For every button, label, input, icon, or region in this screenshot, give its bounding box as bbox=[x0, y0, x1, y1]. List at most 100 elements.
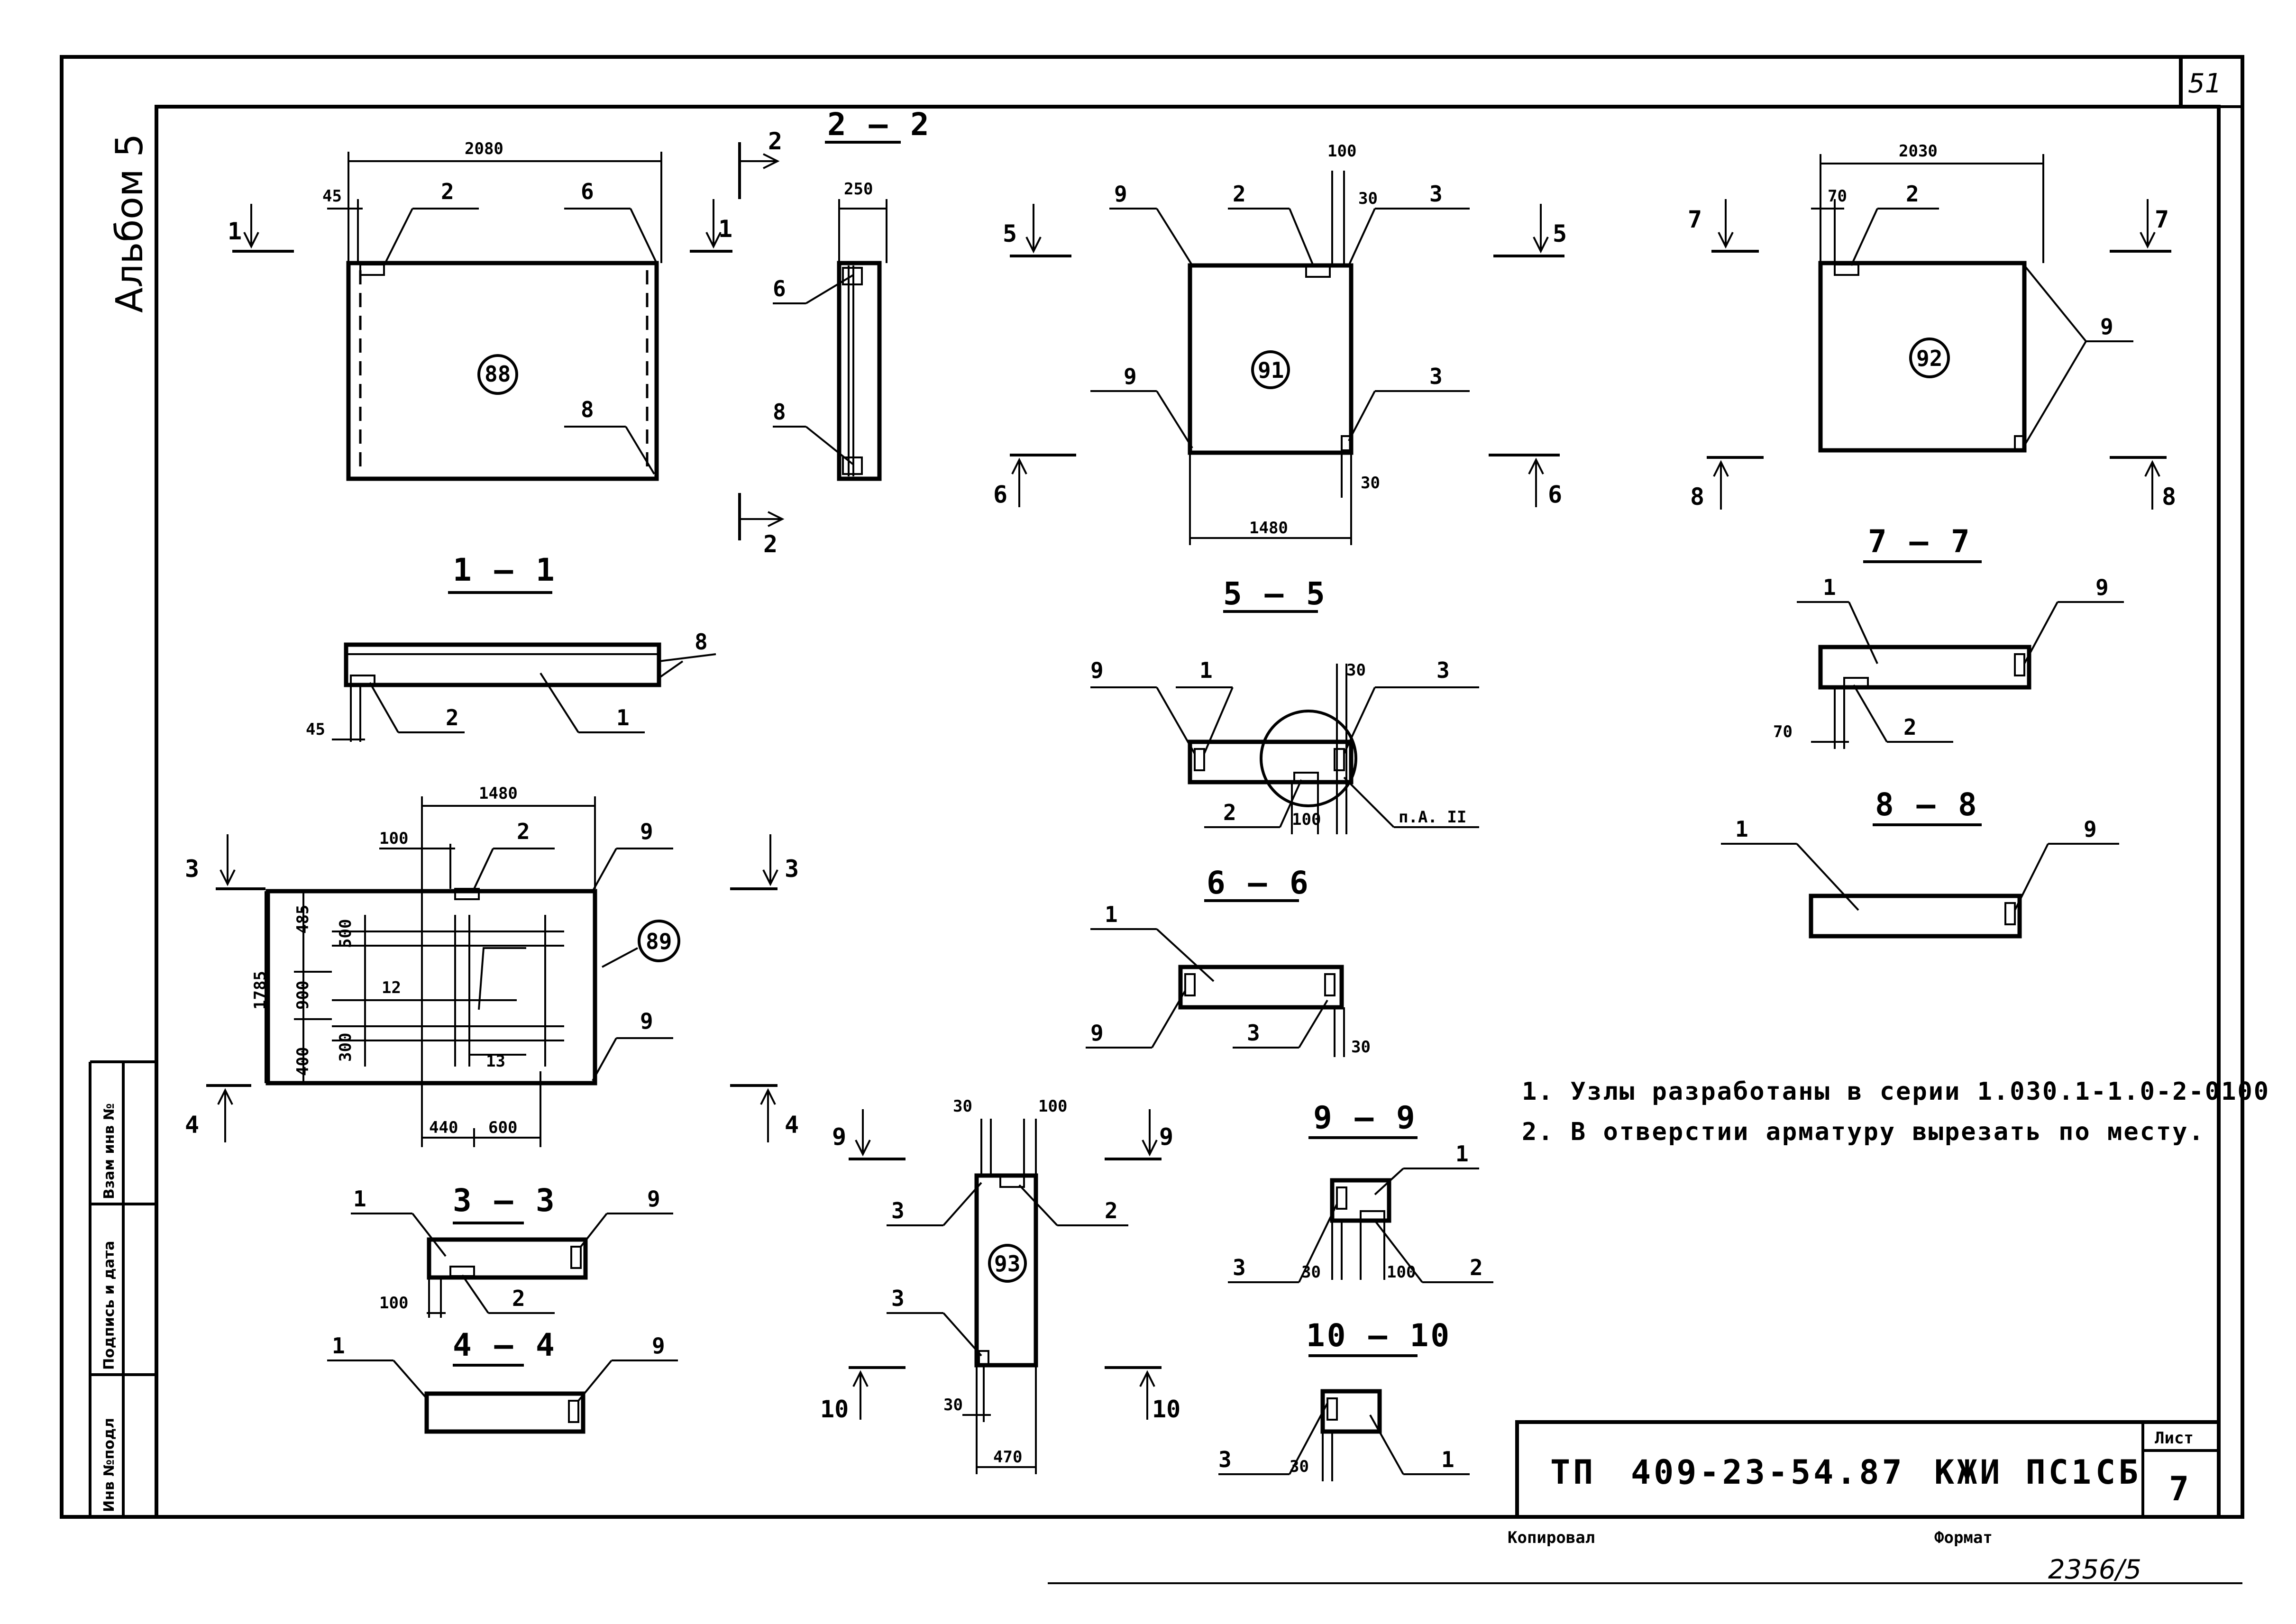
section-6-6-callout-3: 3 bbox=[1247, 1020, 1260, 1046]
panel-91-cut-6-right: 6 bbox=[1548, 481, 1562, 508]
note-2: 2. В отверстии арматуру вырезать по мест… bbox=[1522, 1118, 2205, 1146]
panel-92-plan bbox=[1707, 154, 2171, 510]
section-1-1 bbox=[332, 591, 716, 742]
section-10-10-callout-1: 1 bbox=[1441, 1447, 1454, 1472]
copied-label: Копировал bbox=[1508, 1528, 1595, 1547]
section-7-7-callout-2: 2 bbox=[1903, 714, 1917, 740]
section-2-2-dim: 250 bbox=[844, 180, 873, 199]
panel-89-cut-4-left: 4 bbox=[185, 1111, 199, 1139]
panel-91-mark: 91 bbox=[1258, 357, 1284, 383]
section-9-9-dim-100: 100 bbox=[1387, 1263, 1416, 1282]
section-3-3-callout-1: 1 bbox=[353, 1186, 366, 1212]
panel-89-dim-100: 100 bbox=[379, 829, 408, 848]
section-2-2 bbox=[738, 141, 901, 540]
panel-92-cut-7-right: 7 bbox=[2155, 206, 2169, 233]
panel-89-cut-4-right: 4 bbox=[785, 1111, 799, 1139]
panel-89-dim-400: 400 bbox=[293, 1047, 312, 1076]
section-6-6-title: 6 – 6 bbox=[1207, 865, 1310, 901]
panel-88-offset: 45 bbox=[322, 187, 342, 206]
panel-89-plan bbox=[206, 796, 778, 1147]
section-5-5-callout-1: 1 bbox=[1199, 657, 1213, 683]
section-4-4-callout-1: 1 bbox=[332, 1333, 345, 1359]
panel-93-dim-30-top: 30 bbox=[953, 1097, 972, 1116]
section-4-4-callout-9: 9 bbox=[652, 1333, 665, 1359]
title-block-sb: СБ bbox=[2095, 1453, 2141, 1492]
panel-91-width: 1480 bbox=[1249, 519, 1288, 538]
panel-89-callout-12: 12 bbox=[382, 978, 401, 997]
panel-92-callout-2: 2 bbox=[1906, 181, 1919, 207]
panel-91-callout-9-bottom: 9 bbox=[1124, 364, 1137, 389]
panel-89-dim-440: 440 bbox=[429, 1118, 458, 1137]
panel-92-callout-9: 9 bbox=[2100, 314, 2113, 339]
section-5-5-node: п.А. II bbox=[1399, 808, 1466, 827]
section-9-9-callout-2: 2 bbox=[1470, 1255, 1483, 1280]
section-5-5-callout-9: 9 bbox=[1090, 657, 1104, 683]
stamp-inv-label: Инв №подл bbox=[101, 1418, 118, 1512]
section-3-3-callout-2: 2 bbox=[512, 1286, 525, 1311]
panel-91-callout-3-top: 3 bbox=[1429, 181, 1443, 207]
section-1-1-callout-1: 1 bbox=[616, 705, 630, 730]
panel-91-dim-30-bottom: 30 bbox=[1361, 474, 1380, 493]
note-1: 1. Узлы разработаны в серии 1.030.1-1.0-… bbox=[1522, 1077, 2270, 1106]
panel-89-callout-9-top: 9 bbox=[640, 819, 653, 844]
section-3-3-dim: 100 bbox=[379, 1294, 408, 1313]
section-3-3-callout-9: 9 bbox=[647, 1186, 660, 1212]
section-9-9 bbox=[1228, 1136, 1493, 1283]
section-7-7-title: 7 – 7 bbox=[1868, 523, 1972, 560]
section-10-10 bbox=[1218, 1354, 1470, 1481]
panel-91-cut-5-right: 5 bbox=[1553, 220, 1567, 247]
panel-93-cut-9-left: 9 bbox=[832, 1123, 846, 1150]
panel-91-cut-5-left: 5 bbox=[1003, 220, 1017, 247]
section-5-5-callout-3: 3 bbox=[1436, 657, 1450, 683]
section-9-9-callout-3: 3 bbox=[1233, 1255, 1246, 1280]
panel-89-cut-3-right: 3 bbox=[785, 855, 799, 883]
panel-92-width: 2030 bbox=[1899, 142, 1938, 161]
panel-88-cut-right: 1 bbox=[718, 215, 732, 243]
section-1-1-title: 1 – 1 bbox=[453, 552, 557, 588]
section-7-7-callout-9: 9 bbox=[2095, 575, 2109, 600]
panel-89-cut-3-left: 3 bbox=[185, 855, 199, 883]
section-10-10-dim: 30 bbox=[1290, 1457, 1309, 1476]
panel-92-offset: 70 bbox=[1828, 187, 1847, 206]
panel-93-dim-100: 100 bbox=[1038, 1097, 1067, 1116]
section-1-1-dim: 45 bbox=[306, 720, 325, 739]
sheet-label: Лист bbox=[2155, 1429, 2194, 1448]
title-block-code: КЖИ ПС1 bbox=[1934, 1453, 2094, 1492]
title-block bbox=[1515, 1420, 2221, 1519]
stamp-replace-label: Взам инв № bbox=[101, 1103, 118, 1199]
section-5-5-dim-30: 30 bbox=[1346, 661, 1366, 680]
panel-93-cut-10-left: 10 bbox=[820, 1396, 849, 1423]
section-6-6 bbox=[1086, 899, 1345, 1057]
section-1-1-callout-2: 2 bbox=[446, 705, 459, 730]
section-3-3 bbox=[351, 1213, 673, 1318]
panel-88-callout-6: 6 bbox=[581, 179, 594, 204]
panel-88-width: 2080 bbox=[465, 139, 503, 158]
panel-93-cut-9-right: 9 bbox=[1159, 1123, 1173, 1150]
panel-91-cut-6-left: 6 bbox=[993, 481, 1007, 508]
title-block-project-number: 409-23-54.87 bbox=[1631, 1453, 1905, 1492]
panel-89-dim-300: 300 bbox=[336, 1033, 355, 1062]
title-block-tp: ТП bbox=[1550, 1453, 1596, 1492]
section-5-5-dim-100: 100 bbox=[1292, 810, 1321, 829]
section-9-9-title: 9 – 9 bbox=[1313, 1099, 1417, 1136]
section-1-1-callout-8: 8 bbox=[695, 629, 708, 655]
panel-89-dim-485: 485 bbox=[293, 905, 312, 934]
panel-93-callout-3-top: 3 bbox=[891, 1198, 905, 1223]
sheet-frame bbox=[60, 55, 2244, 1584]
format-label: Формат bbox=[1934, 1528, 1993, 1547]
section-7-7-callout-1: 1 bbox=[1823, 575, 1836, 600]
panel-93-dim-30-bottom: 30 bbox=[943, 1396, 963, 1414]
stamp-signature-label: Подпись и дата bbox=[101, 1241, 118, 1370]
panel-92-cut-8-right: 8 bbox=[2162, 483, 2176, 511]
panel-88-callout-8: 8 bbox=[581, 397, 594, 422]
panel-91-callout-9-top: 9 bbox=[1114, 181, 1127, 207]
section-10-10-callout-3: 3 bbox=[1218, 1447, 1232, 1472]
section-2-2-cut-top: 2 bbox=[768, 128, 782, 155]
panel-91-dim-100: 100 bbox=[1327, 142, 1356, 161]
section-4-4-title: 4 – 4 bbox=[453, 1327, 557, 1363]
panel-89-dim-600: 600 bbox=[488, 1118, 517, 1137]
section-8-8-title: 8 – 8 bbox=[1875, 786, 1979, 823]
panel-91-dim-30-top: 30 bbox=[1358, 189, 1378, 208]
section-5-5-callout-2: 2 bbox=[1223, 800, 1236, 825]
